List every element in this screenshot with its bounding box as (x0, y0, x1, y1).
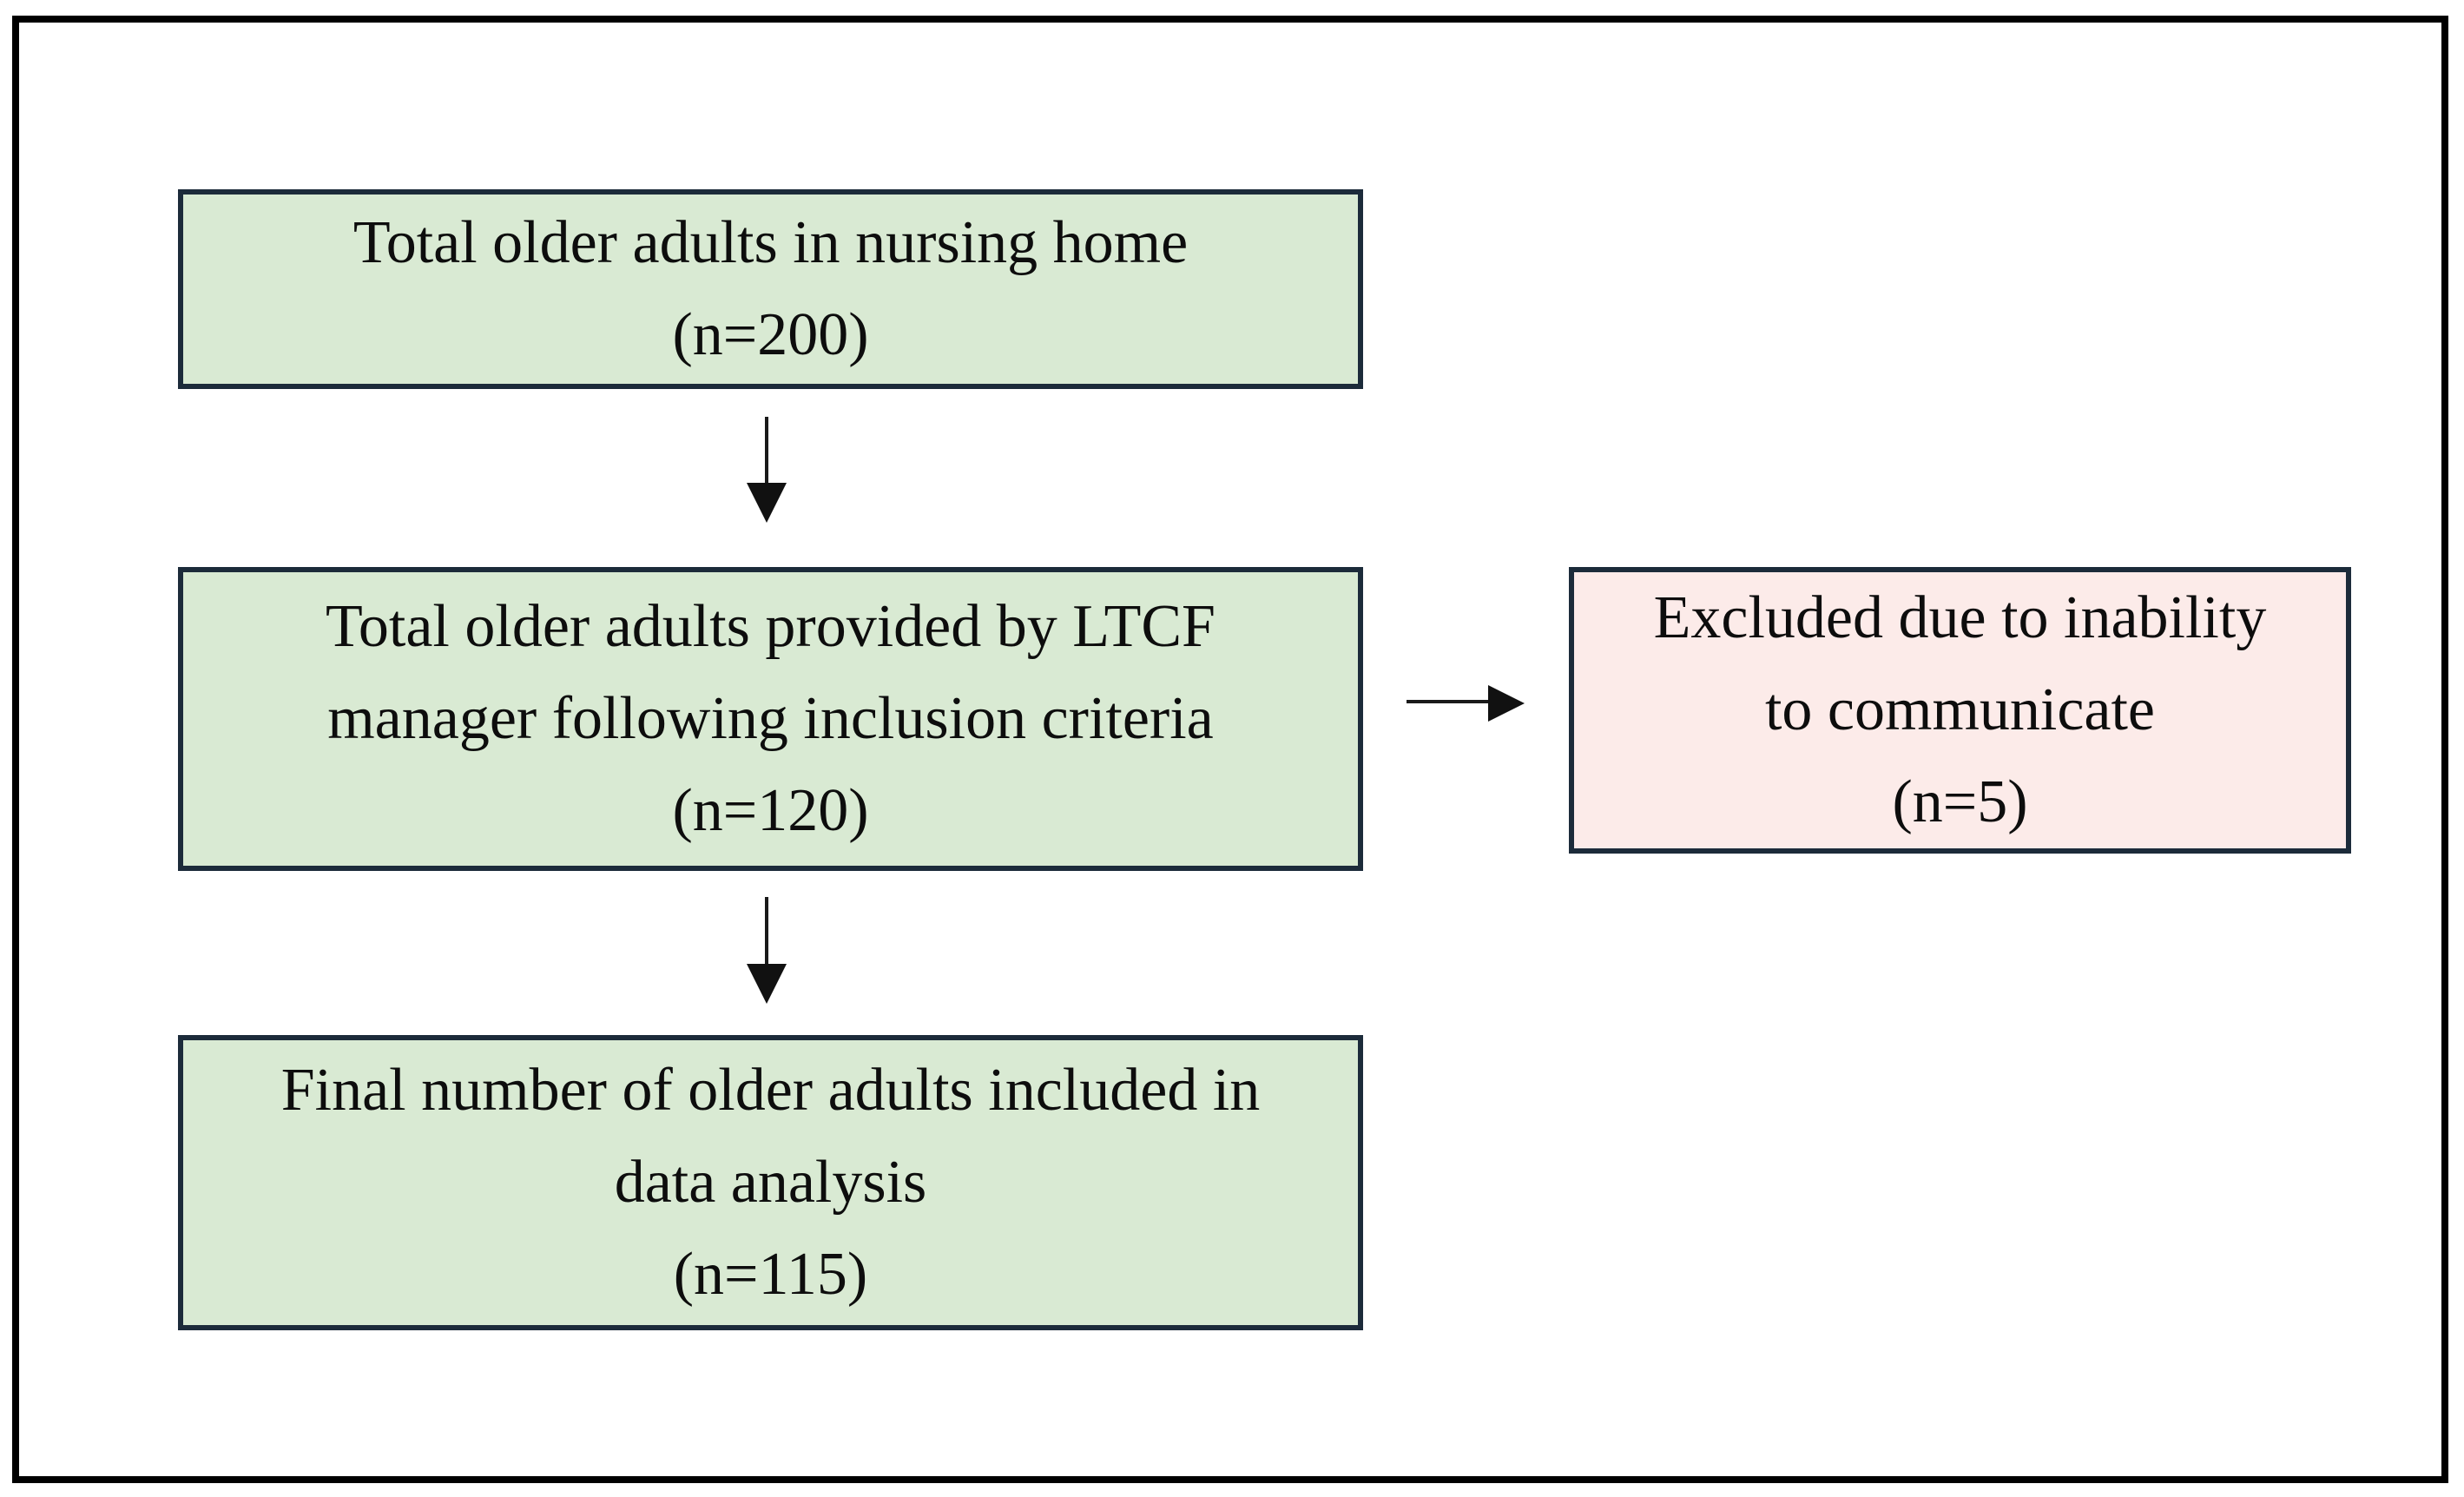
flow-box-final-analysis: Final number of older adults included in… (178, 1035, 1363, 1330)
flow-box-total-population: Total older adults in nursing home (n=20… (178, 189, 1363, 389)
arrow-head-down-icon (747, 483, 787, 523)
arrow-head-right-icon (1488, 685, 1525, 722)
box-n-count: (n=5) (1892, 768, 2028, 835)
arrow-head-down-icon (747, 964, 787, 1004)
arrow-shaft (765, 897, 768, 966)
box-n-count: (n=120) (672, 777, 869, 844)
flow-box-excluded: Excluded due to inability to communicate… (1569, 567, 2351, 854)
box-n-count: (n=200) (672, 301, 869, 368)
box-text: Total older adults in nursing home (352, 209, 1189, 276)
flow-box-inclusion-criteria: Total older adults provided by LTCF mana… (178, 567, 1363, 871)
box-text: Final number of older adults included in… (280, 1057, 1261, 1216)
box-text: Total older adults provided by LTCF mana… (326, 593, 1216, 752)
box-n-count: (n=115) (673, 1241, 868, 1308)
figure-border-frame (12, 16, 2448, 1483)
arrow-shaft (1407, 700, 1490, 703)
arrow-shaft (765, 417, 768, 485)
box-text: Excluded due to inability to communicate (1653, 584, 2267, 743)
